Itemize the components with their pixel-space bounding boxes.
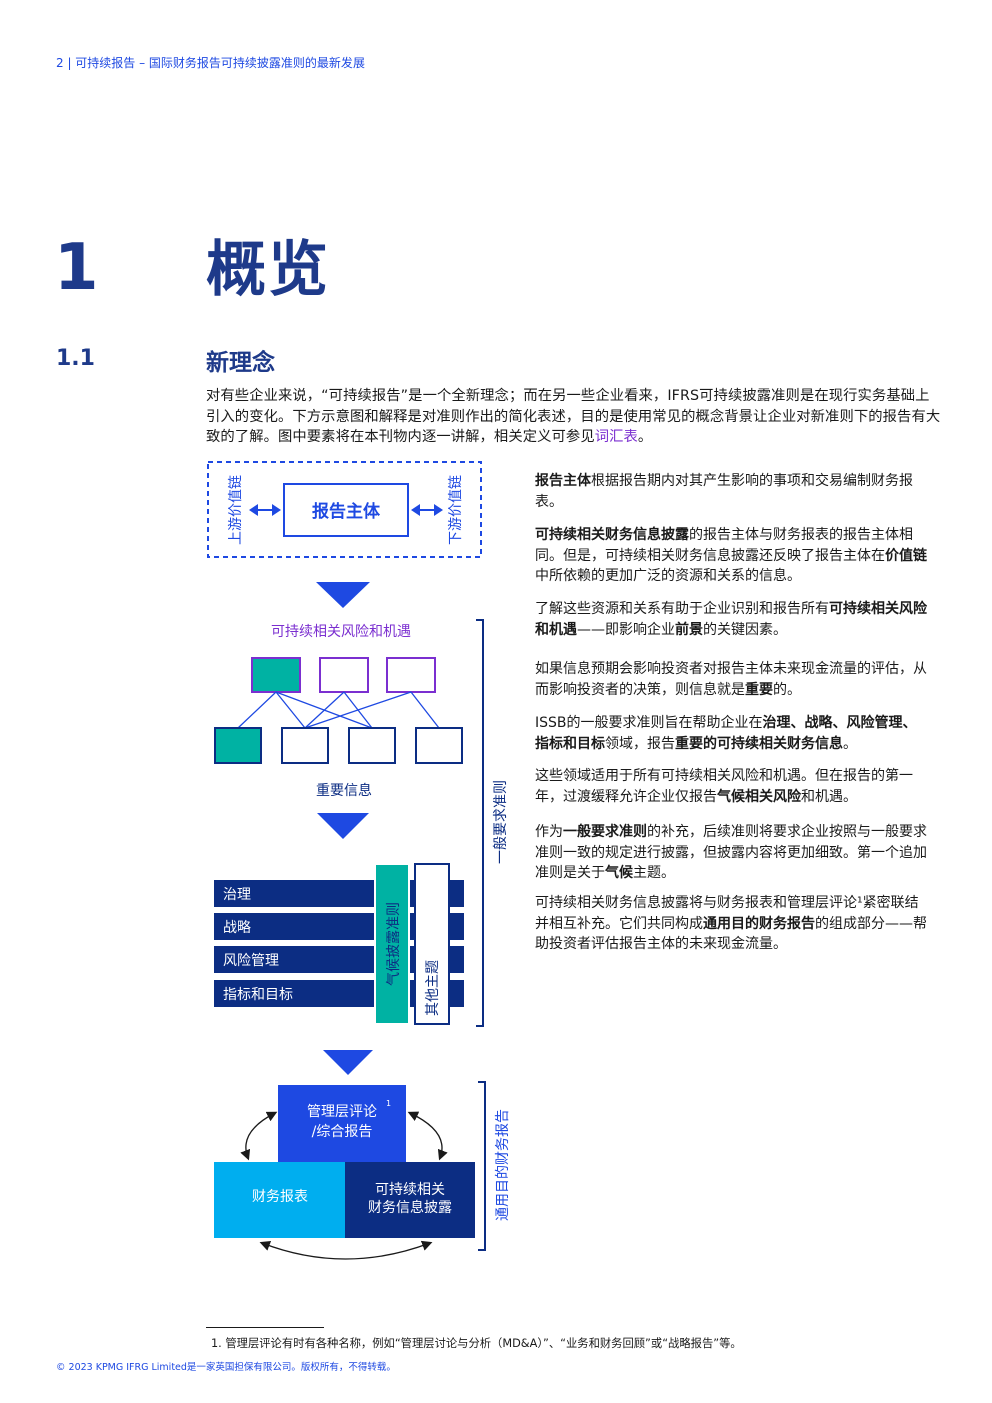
para-materiality: 如果信息预期会影响投资者对报告主体未来现金流量的评估，从而影响投资者的决策，则信… bbox=[535, 659, 930, 700]
page-header: 2 | 可持续报告 – 国际财务报告可持续披露准则的最新发展 bbox=[56, 56, 365, 70]
risk-box bbox=[319, 657, 369, 693]
paragraph-text: 的报告主体与财务报表的报告主体相同。但是，可持续相关财务信息披露还反映了报告主体… bbox=[535, 527, 913, 564]
bold-term: 重要的可持续相关财务信息 bbox=[675, 735, 843, 752]
section-title: 新理念 bbox=[206, 350, 275, 376]
bold-term: 价值链 bbox=[885, 547, 927, 564]
para-subsequent-standards: 作为一般要求准则的补充，后续准则将要求企业按照与一般要求准则一致的规定进行披露，… bbox=[535, 822, 930, 884]
risks-label: 可持续相关风险和机遇 bbox=[271, 623, 411, 640]
paragraph-text: 根据报告期内对其产生影响的事项和交易编制财务报表。 bbox=[535, 473, 913, 510]
bold-term: 一般要求准则 bbox=[563, 824, 647, 840]
connector-lines bbox=[237, 691, 440, 729]
paragraph-text: ISSB的一般要求准则旨在帮助企业在 bbox=[535, 715, 763, 731]
reporting-entity-label: 报告主体 bbox=[312, 501, 381, 522]
intro-end: 。 bbox=[637, 429, 653, 445]
paragraph-text: 中所依赖的更加广泛的资源和关系的信息。 bbox=[535, 568, 801, 584]
other-topics-label: 其他主题 bbox=[425, 960, 441, 1016]
paragraph-text: 。 bbox=[843, 735, 857, 752]
climate-standard-bar bbox=[374, 863, 410, 1025]
paragraph-text: 主题。 bbox=[633, 865, 675, 881]
bold-term: 气候相关风险 bbox=[717, 788, 801, 805]
copyright: © 2023 KPMG IFRG Limited是一家英国担保有限公司。版权所有… bbox=[56, 1362, 396, 1373]
double-arrow-icon bbox=[411, 504, 443, 516]
curved-arrow-icon bbox=[259, 1240, 433, 1260]
info-box-selected bbox=[214, 727, 262, 764]
para-sustainability-disclosure: 可持续相关财务信息披露的报告主体与财务报表的报告主体相同。但是，可持续相关财务信… bbox=[535, 525, 930, 587]
bold-term: 可持续相关财务信息披露 bbox=[535, 527, 689, 543]
info-box bbox=[415, 727, 463, 764]
footnote: 1. 管理层评论有时有各种名称，例如“管理层讨论与分析（MD&A）”、“业务和财… bbox=[211, 1337, 742, 1350]
paragraph-text: 的补充，后续准则将要求企业按照与一般要求准则一致的规定进行披露，但披露内容将更加… bbox=[535, 824, 927, 881]
management-commentary-line2: /综合报告 bbox=[312, 1124, 373, 1140]
area-strategy: 战略 bbox=[223, 920, 251, 936]
chapter-number: 1 bbox=[54, 231, 99, 305]
management-commentary-footnote-ref: 1 bbox=[386, 1099, 391, 1108]
intro-paragraph: 对有些企业来说，“可持续报告”是一个全新理念；而在另一些企业看来，IFRS可持续… bbox=[206, 386, 942, 448]
management-commentary-line1: 管理层评论 bbox=[307, 1104, 377, 1120]
area-risk-management: 风险管理 bbox=[223, 953, 279, 969]
other-topics-bar bbox=[414, 863, 450, 1025]
bold-term: 前景 bbox=[675, 621, 703, 638]
para-climate-relief: 这些领域适用于所有可持续相关风险和机遇。但在报告的第一年，过渡缓释允许企业仅报告… bbox=[535, 766, 930, 807]
risk-box bbox=[386, 657, 436, 693]
general-requirements-bracket bbox=[476, 619, 484, 1027]
reporting-entity-box bbox=[283, 483, 409, 537]
para-general-purpose: 可持续相关财务信息披露将与财务报表和管理层评论¹紧密联结并相互补充。它们共同构成… bbox=[535, 893, 930, 955]
down-triangle-icon bbox=[317, 813, 369, 839]
downstream-label: 下游价值链 bbox=[448, 475, 464, 545]
bold-term: 重要 bbox=[745, 681, 773, 698]
curved-arrow-icon bbox=[407, 1111, 448, 1161]
glossary-link[interactable]: 词汇表 bbox=[594, 429, 638, 445]
para-core-areas: ISSB的一般要求准则旨在帮助企业在治理、战略、风险管理、指标和目标领域，报告重… bbox=[535, 713, 930, 754]
paragraph-text: 了解这些资源和关系有助于企业识别和报告所有 bbox=[535, 601, 829, 617]
upstream-label: 上游价值链 bbox=[228, 475, 244, 545]
bold-term: 报告主体 bbox=[535, 473, 591, 489]
sustainability-disclosure-box bbox=[345, 1162, 475, 1238]
paragraph-text: 和机遇。 bbox=[801, 788, 857, 805]
double-arrow-icon bbox=[249, 504, 281, 516]
financial-statements-label: 财务报表 bbox=[252, 1189, 308, 1205]
bold-term: 通用目的财务报告 bbox=[703, 915, 815, 932]
footnote-divider bbox=[206, 1327, 324, 1328]
paragraph-text: 的关键因素。 bbox=[703, 621, 787, 638]
paragraph-text: 的。 bbox=[773, 681, 801, 698]
paragraph-text: 的组成部分——帮助投资者评估报告主体的未来现金流量。 bbox=[535, 915, 927, 953]
sustainability-disclosure-line1: 可持续相关 bbox=[375, 1181, 445, 1198]
intro-text: 对有些企业来说，“可持续报告”是一个全新理念；而在另一些企业看来，IFRS可持续… bbox=[206, 388, 941, 445]
curved-arrow-icon bbox=[240, 1111, 278, 1161]
paragraph-text: 可持续相关财务信息披露将与财务报表和管理层评论¹紧密联结并相互补充。它们共同构成 bbox=[535, 895, 919, 932]
down-triangle-icon bbox=[323, 1050, 373, 1075]
material-info-label: 重要信息 bbox=[316, 782, 372, 799]
financial-statements-box bbox=[214, 1162, 345, 1238]
down-triangle-icon bbox=[316, 582, 370, 608]
bold-term: 可持续相关风险和机遇 bbox=[535, 601, 927, 638]
chapter-title: 概览 bbox=[206, 235, 330, 305]
para-risks-opportunities: 了解这些资源和关系有助于企业识别和报告所有可持续相关风险和机遇——即影响企业前景… bbox=[535, 599, 930, 640]
sustainability-disclosure-line2: 财务信息披露 bbox=[368, 1199, 452, 1216]
section-number: 1.1 bbox=[56, 346, 95, 371]
risk-box-selected bbox=[251, 657, 301, 693]
info-box bbox=[281, 727, 329, 764]
paragraph-text: 这些领域适用于所有可持续相关风险和机遇。但在报告的第一年，过渡缓释允许企业仅报告 bbox=[535, 768, 913, 805]
bold-term: 治理、战略、风险管理、指标和目标 bbox=[535, 715, 917, 752]
climate-standard-label: 气候披露准则 bbox=[386, 902, 402, 986]
value-chain-box bbox=[207, 461, 482, 558]
paragraph-text: ——即影响企业 bbox=[577, 621, 675, 638]
area-metrics-targets: 指标和目标 bbox=[223, 987, 293, 1003]
paragraph-text: 如果信息预期会影响投资者对报告主体未来现金流量的评估，从而影响投资者的决策，则信… bbox=[535, 661, 927, 698]
paragraph-text: 领域，报告 bbox=[605, 735, 675, 752]
area-governance: 治理 bbox=[223, 887, 251, 903]
paragraph-text: 作为 bbox=[535, 824, 563, 840]
management-commentary-box bbox=[278, 1085, 406, 1163]
general-purpose-label: 通用目的财务报告 bbox=[495, 1109, 511, 1221]
bold-term: 气候 bbox=[605, 865, 633, 881]
general-requirements-label: 一般要求准则 bbox=[493, 780, 509, 864]
general-purpose-bracket bbox=[478, 1081, 486, 1251]
para-reporting-entity: 报告主体根据报告期内对其产生影响的事项和交易编制财务报表。 bbox=[535, 471, 930, 512]
info-box bbox=[348, 727, 396, 764]
